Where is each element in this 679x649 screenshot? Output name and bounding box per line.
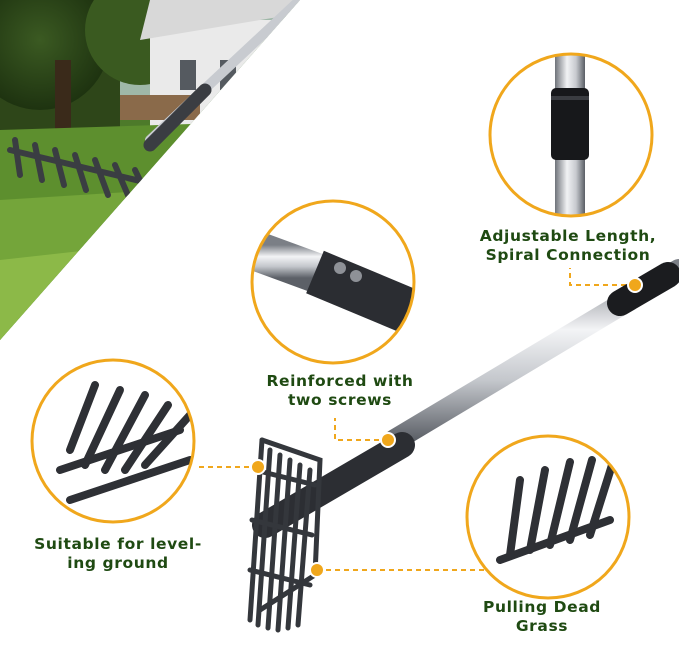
callout-pulling-grass: Pulling Dead Grass — [483, 598, 601, 635]
callout-adjustable-length: Adjustable Length, Spiral Connection — [479, 227, 657, 264]
detail-circle-leveling — [30, 358, 196, 524]
leader-lines — [195, 268, 635, 571]
rake-product — [247, 259, 679, 633]
detail-circle-screws — [250, 199, 416, 365]
callout-dots — [250, 277, 643, 578]
callout-leveling-ground: Suitable for level- ing ground — [34, 535, 202, 572]
detail-circle-adjustable — [488, 52, 654, 218]
callout-reinforced-screws: Reinforced with two screws — [266, 372, 414, 409]
detail-circle-grass — [465, 434, 631, 600]
